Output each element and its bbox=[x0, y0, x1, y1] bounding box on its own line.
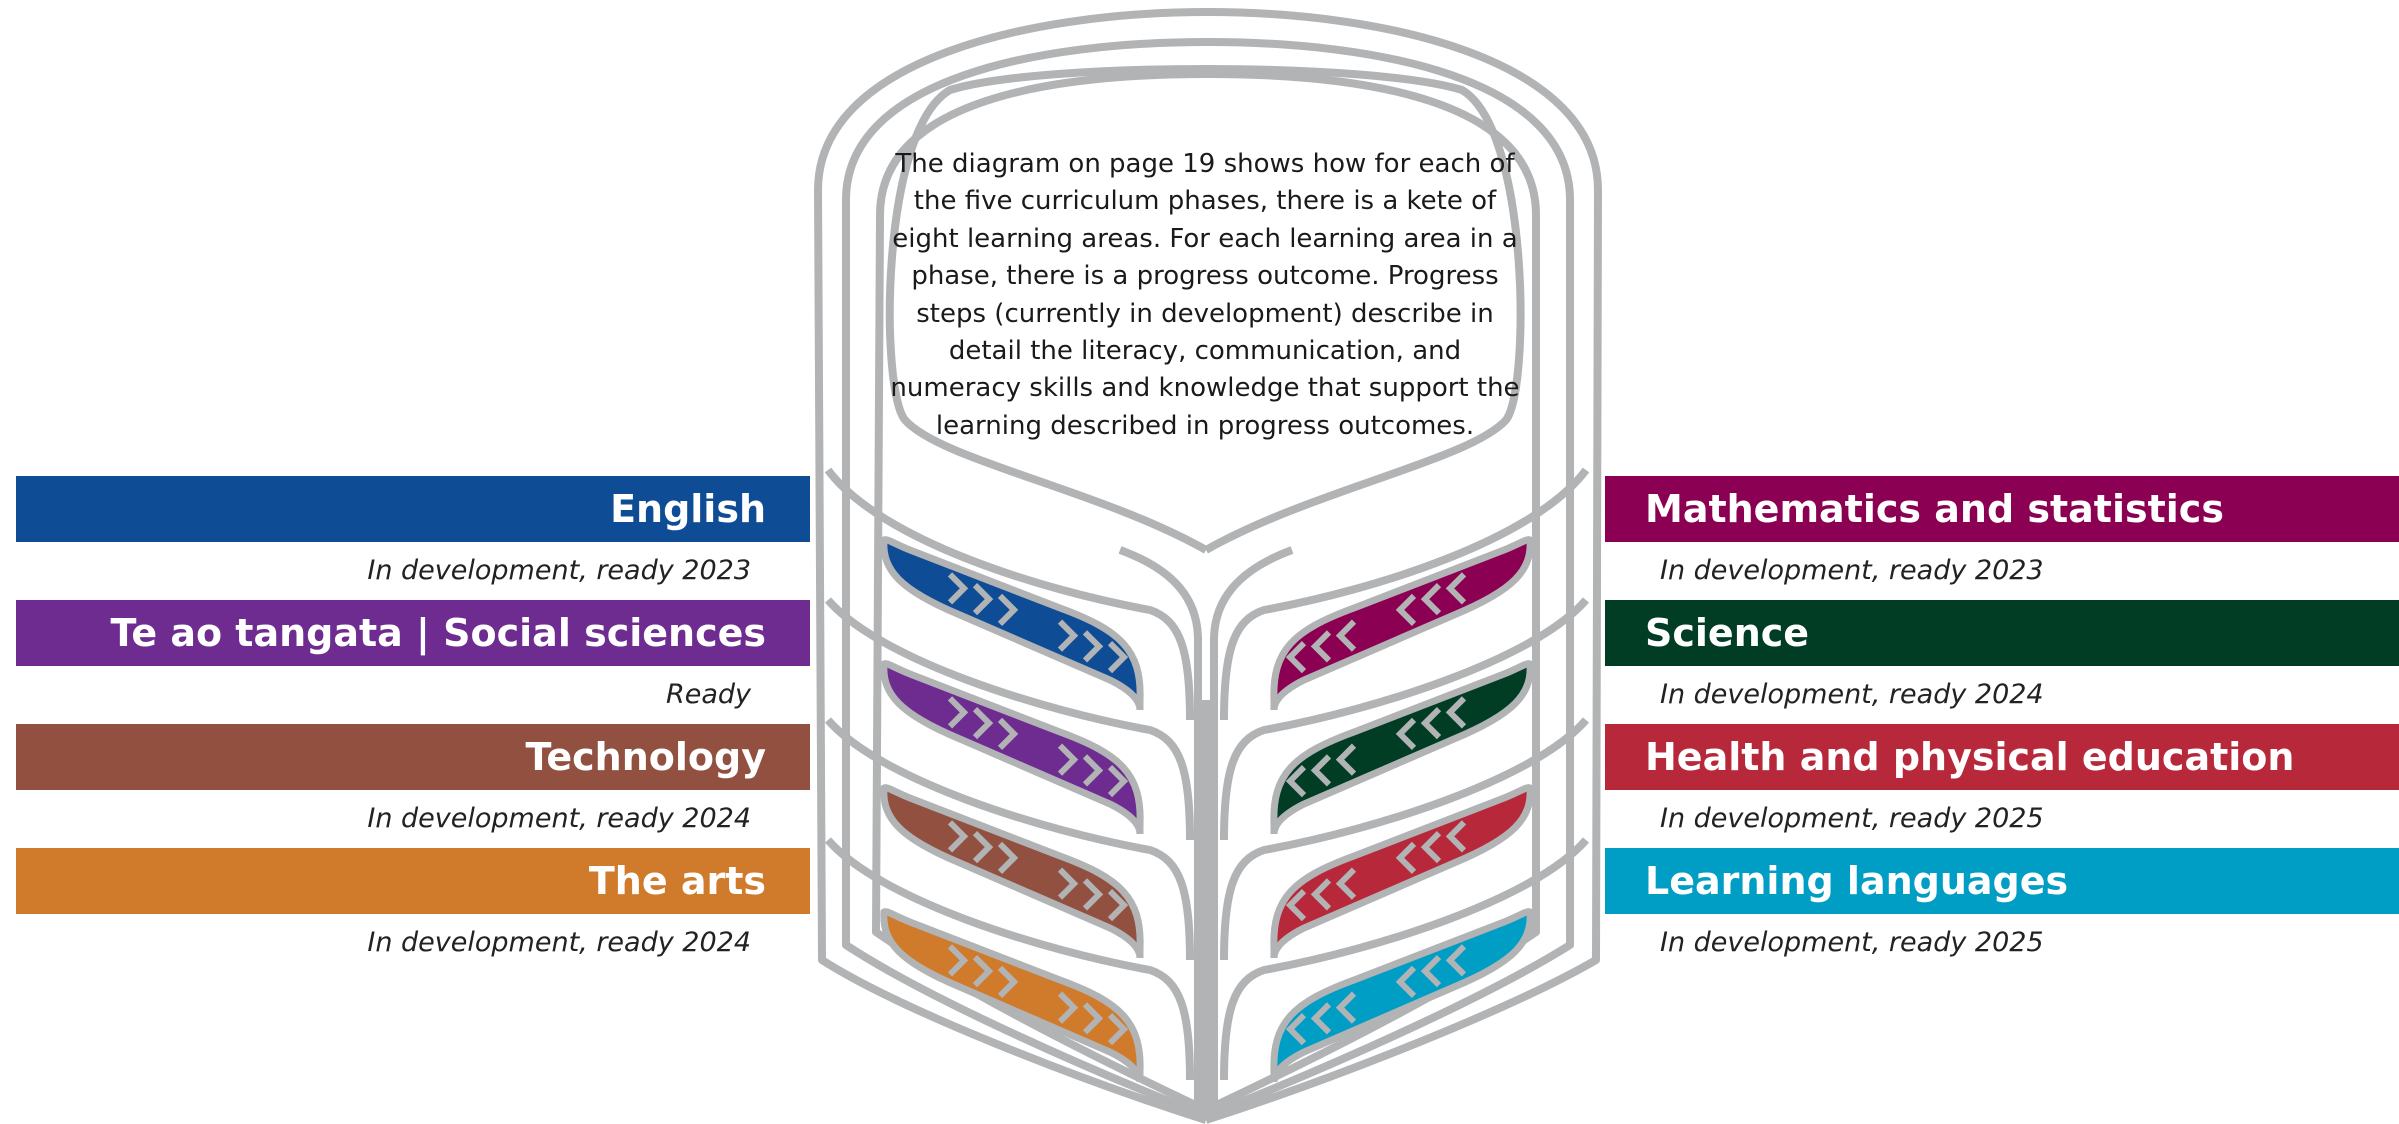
area-bar-mathematics: Mathematics and statistics bbox=[1605, 476, 2399, 542]
leaf-right-1 bbox=[1270, 536, 1534, 711]
leaf-group-right bbox=[1270, 536, 1534, 1083]
leaf-right-1-chevron bbox=[1395, 593, 1417, 627]
intro-text: The diagram on page 19 shows how for eac… bbox=[890, 149, 1520, 441]
kete-outer-rim-2 bbox=[842, 38, 1574, 1120]
leaf-left-3-shape bbox=[880, 784, 1144, 959]
leaf-right-2-chevron bbox=[1420, 707, 1442, 740]
leaf-right-1-shape bbox=[1270, 536, 1534, 711]
leaf-right-3-shape bbox=[1270, 784, 1534, 959]
leaf-left-4 bbox=[880, 908, 1144, 1083]
leaf-right-4-shape bbox=[1270, 908, 1534, 1083]
leaf-right-4-chevron bbox=[1310, 1002, 1332, 1035]
kete-frond-left-4 bbox=[824, 837, 1194, 1081]
leaf-right-2 bbox=[1270, 660, 1534, 835]
leaf-left-2 bbox=[880, 660, 1144, 835]
leaf-right-4-chevron bbox=[1285, 1013, 1307, 1046]
leaf-left-1-chevron bbox=[1057, 619, 1079, 652]
area-status-health-pe: In development, ready 2025 bbox=[1660, 803, 2044, 834]
leaf-right-3-chevron bbox=[1395, 841, 1417, 875]
leaf-left-3-chevron bbox=[1107, 889, 1129, 922]
leaf-left-3-chevron bbox=[1082, 878, 1104, 911]
leaf-left-1-chevron bbox=[1082, 630, 1104, 663]
leaf-right-3-chevron bbox=[1445, 820, 1467, 853]
leaf-left-4-chevron bbox=[972, 955, 994, 988]
leaf-right-4-chevron bbox=[1395, 965, 1417, 999]
leaf-right-2-chevron bbox=[1335, 743, 1357, 776]
area-bar-the-arts: The arts bbox=[16, 848, 810, 914]
kete-frond-right-3 bbox=[1220, 717, 1590, 961]
area-status-science: In development, ready 2024 bbox=[1660, 679, 2044, 710]
leaf-left-1-chevron bbox=[972, 583, 994, 616]
kete-frond-right-4 bbox=[1220, 837, 1590, 1081]
leaf-left-1-chevron bbox=[947, 572, 969, 605]
leaf-right-1-chevron bbox=[1420, 583, 1442, 616]
kete-outer-rim-1 bbox=[814, 8, 1602, 1124]
area-bar-science: Science bbox=[1605, 600, 2399, 666]
leaf-right-1-chevron bbox=[1445, 572, 1467, 605]
leaf-left-2-shape bbox=[880, 660, 1144, 835]
leaf-right-4-chevron bbox=[1420, 955, 1442, 988]
leaf-left-4-chevron bbox=[1082, 1002, 1104, 1035]
leaf-left-4-chevron bbox=[1057, 991, 1079, 1024]
kete-frond-right-2 bbox=[1220, 597, 1590, 841]
leaf-left-4-shape bbox=[880, 908, 1144, 1083]
kete-inner-top bbox=[885, 65, 1525, 554]
leaf-right-2-chevron bbox=[1395, 717, 1417, 751]
leaf-left-3-chevron bbox=[947, 820, 969, 853]
area-status-english: In development, ready 2023 bbox=[367, 555, 751, 586]
area-status-learning-languages: In development, ready 2025 bbox=[1660, 927, 2044, 958]
area-status-technology: In development, ready 2024 bbox=[367, 803, 751, 834]
leaf-right-3-chevron bbox=[1420, 831, 1442, 864]
leaf-left-1-chevron bbox=[1107, 641, 1129, 674]
kete-stem-left bbox=[1118, 546, 1202, 1120]
leaf-left-2-chevron bbox=[947, 696, 969, 729]
leaf-right-2-chevron bbox=[1445, 696, 1467, 729]
area-bar-social-sciences: Te ao tangata | Social sciences bbox=[16, 600, 810, 666]
leaf-right-4-chevron bbox=[1445, 944, 1467, 977]
leaf-left-1-chevron bbox=[997, 593, 1019, 627]
area-bar-technology: Technology bbox=[16, 724, 810, 790]
leaf-right-2-chevron bbox=[1285, 765, 1307, 798]
leaf-right-1-chevron bbox=[1285, 641, 1307, 674]
leaf-left-3-chevron bbox=[1057, 867, 1079, 900]
leaf-right-1-chevron bbox=[1310, 630, 1332, 663]
leaf-right-4-chevron bbox=[1335, 991, 1357, 1024]
leaf-right-1-chevron bbox=[1335, 619, 1357, 652]
leaf-right-3 bbox=[1270, 784, 1534, 959]
area-status-social-sciences: Ready bbox=[665, 679, 751, 710]
area-bar-english: English bbox=[16, 476, 810, 542]
kete-frond-left-2 bbox=[824, 597, 1194, 841]
leaf-right-2-shape bbox=[1270, 660, 1534, 835]
kete-frond-left-3 bbox=[824, 717, 1194, 961]
leaf-left-1 bbox=[880, 536, 1144, 711]
leaf-left-2-chevron bbox=[972, 707, 994, 740]
leaf-left-3 bbox=[880, 784, 1144, 959]
kete-stem-right bbox=[1210, 546, 1294, 1120]
leaf-left-4-chevron bbox=[1107, 1013, 1129, 1046]
area-status-mathematics: In development, ready 2023 bbox=[1660, 555, 2044, 586]
leaf-right-2-chevron bbox=[1310, 754, 1332, 787]
leaf-left-4-chevron bbox=[997, 965, 1019, 999]
kete-frond-left-1 bbox=[824, 467, 1194, 721]
area-bar-health-pe: Health and physical education bbox=[1605, 724, 2399, 790]
leaf-right-4 bbox=[1270, 908, 1534, 1083]
kete-illustration bbox=[814, 8, 1602, 1124]
leaf-right-3-chevron bbox=[1285, 889, 1307, 922]
leaf-right-3-chevron bbox=[1335, 867, 1357, 900]
leaf-left-2-chevron bbox=[1057, 743, 1079, 776]
leaf-group-left bbox=[880, 536, 1144, 1083]
leaf-left-3-chevron bbox=[997, 841, 1019, 875]
leaf-right-3-chevron bbox=[1310, 878, 1332, 911]
area-status-the-arts: In development, ready 2024 bbox=[367, 927, 751, 958]
leaf-left-1-shape bbox=[880, 536, 1144, 711]
leaf-left-2-chevron bbox=[997, 717, 1019, 751]
leaf-left-2-chevron bbox=[1082, 754, 1104, 787]
leaf-left-2-chevron bbox=[1107, 765, 1129, 798]
area-bar-learning-languages: Learning languages bbox=[1605, 848, 2399, 914]
leaf-left-3-chevron bbox=[972, 831, 994, 864]
kete-frond-right-1 bbox=[1220, 467, 1590, 721]
leaf-left-4-chevron bbox=[947, 944, 969, 977]
